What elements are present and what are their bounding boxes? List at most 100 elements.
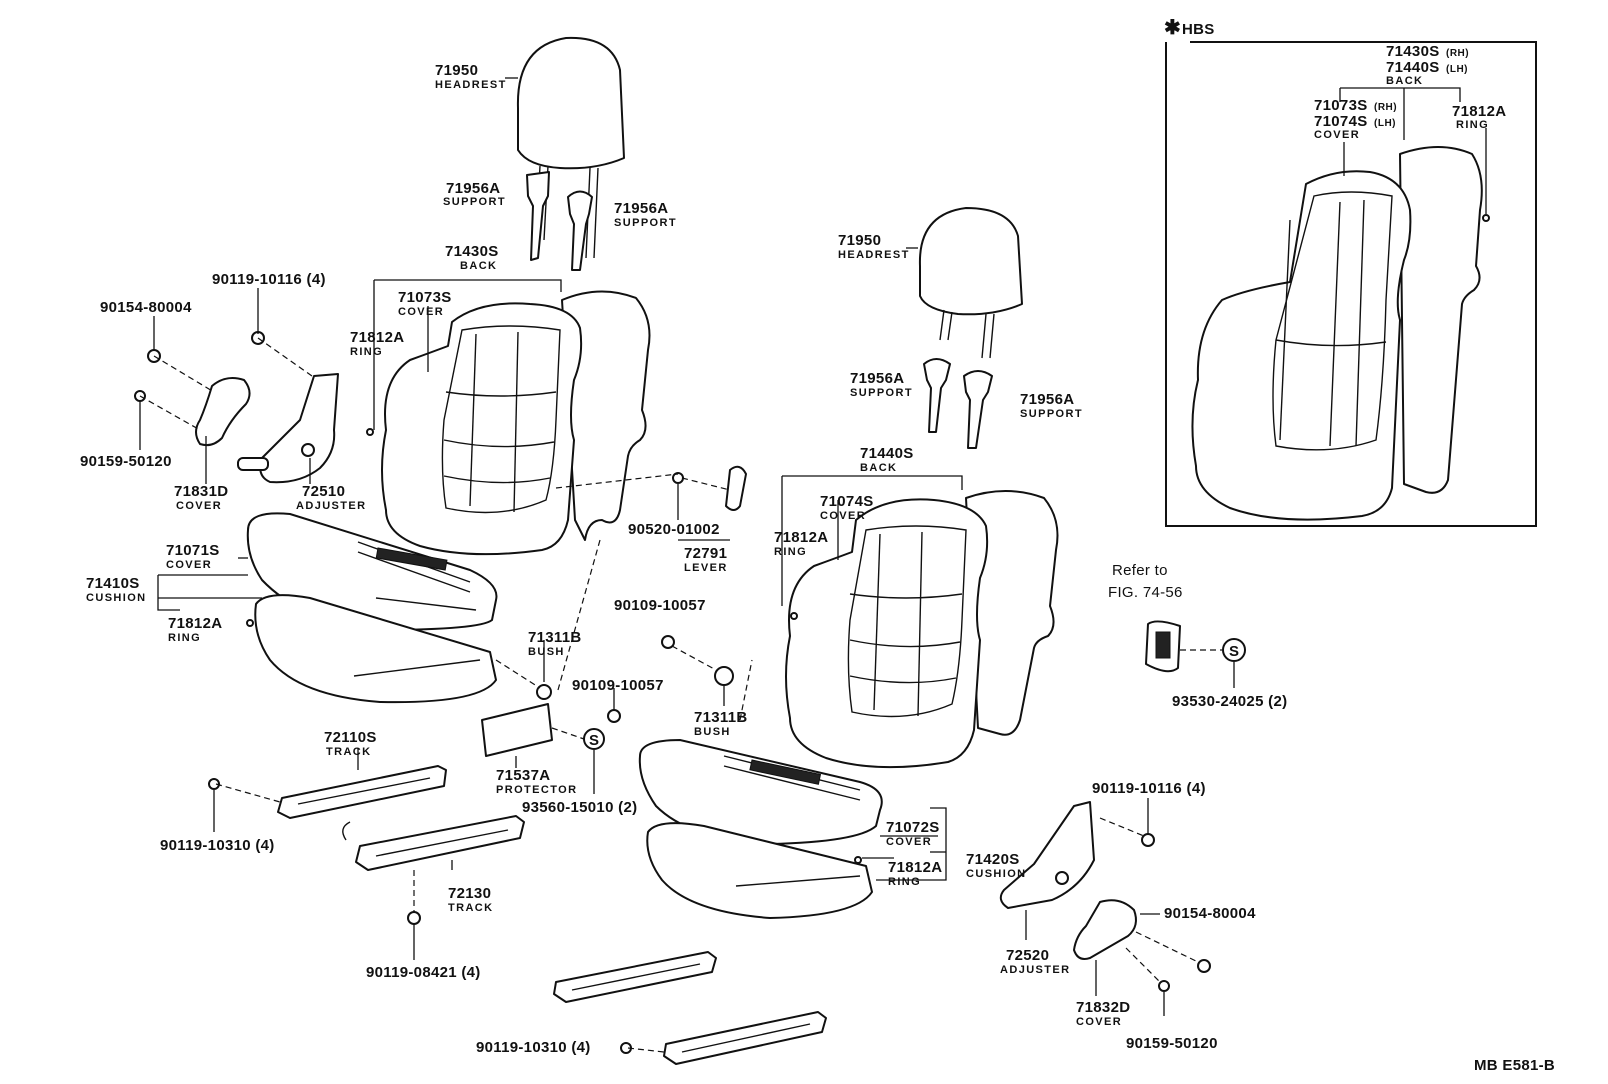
callout-labels: 71950 HEADREST 71956A SUPPORT 71956A SUP…: [80, 62, 1555, 1074]
label-b9-num: 71072S: [886, 819, 940, 836]
label-a20-num: 71537A: [496, 767, 550, 784]
label-b10-num: 71420S: [966, 851, 1020, 868]
left-track-upper: [277, 765, 447, 819]
label-a22-num: 90119-10310 (4): [160, 837, 275, 854]
left-adjuster-cover: [195, 377, 251, 447]
hbs-title: HBS: [1182, 21, 1215, 38]
label-b8-num: 71311B: [694, 709, 748, 726]
label-b9-name: COVER: [886, 836, 932, 848]
label-b13-num: 72520: [1006, 947, 1049, 964]
asterisk-icon: ✱: [1164, 17, 1181, 39]
label-a4-num: 71430S: [445, 243, 499, 260]
label-b11-num: 71812A: [888, 859, 942, 876]
label-a5-name: COVER: [398, 306, 444, 318]
label-b15-num: 71832D: [1076, 999, 1130, 1016]
label-a2-name: SUPPORT: [443, 196, 506, 208]
label-a19-name: TRACK: [326, 746, 372, 758]
right-seat-cushion: [638, 739, 883, 919]
label-a17-num: 71311B: [528, 629, 582, 646]
right-adjuster-cover: [1073, 899, 1137, 960]
label-a1-name: HEADREST: [435, 79, 507, 91]
label-b2-num: 71956A: [850, 370, 904, 387]
label-a2-num: 71956A: [446, 180, 500, 197]
label-a11-num: 72510: [302, 483, 345, 500]
label-b14-num: 90154-80004: [1164, 905, 1256, 922]
label-a11-name: ADJUSTER: [296, 500, 367, 512]
label-b8-name: BUSH: [694, 726, 731, 738]
label-a14-name: COVER: [166, 559, 212, 571]
label-a14-num: 71071S: [166, 542, 220, 559]
label-b3-name: SUPPORT: [1020, 408, 1083, 420]
hbs-inset: ✱ HBS 71430S (RH) 71440S (LH) BACK 71073…: [1164, 17, 1537, 527]
left-track-lower: [342, 815, 525, 871]
label-a23-num: 72130: [448, 885, 491, 902]
label-b12-num: 90119-10116 (4): [1092, 780, 1206, 797]
hbs-ring-name: RING: [1456, 119, 1489, 131]
label-c1-num: 93530-24025 (2): [1172, 693, 1287, 710]
label-a10-name: COVER: [176, 500, 222, 512]
hbs-back-rh-suffix: (RH): [1446, 48, 1469, 59]
label-a21-num: 93560-15010 (2): [522, 799, 637, 816]
hbs-back-rh: 71430S: [1386, 43, 1440, 60]
hbs-cover-lh-suffix: (LH): [1374, 118, 1396, 129]
label-a5-num: 71073S: [398, 289, 452, 306]
label-c2-line2: FIG. 74-56: [1108, 584, 1183, 601]
hbs-ring-num: 71812A: [1452, 103, 1506, 120]
label-b10-name: CUSHION: [966, 868, 1027, 880]
hbs-back-lh-suffix: (LH): [1446, 64, 1468, 75]
label-b15-name: COVER: [1076, 1016, 1122, 1028]
label-a1-num: 71950: [435, 62, 478, 79]
label-b17-num: 90119-10310 (4): [476, 1039, 591, 1056]
s-fastener-icon: S: [1222, 638, 1246, 662]
left-fasteners: [134, 331, 621, 925]
hbs-cover-name: COVER: [1314, 129, 1360, 141]
label-b4-num: 71440S: [860, 445, 914, 462]
label-b5-num: 71074S: [820, 493, 874, 510]
label-a15-name: CUSHION: [86, 592, 147, 604]
left-lever: [672, 465, 747, 511]
right-seat-adjuster: [999, 801, 1095, 909]
label-b7-num: 90109-10057: [614, 597, 706, 614]
right-headrest-supports: [923, 358, 993, 449]
label-a10-num: 71831D: [174, 483, 228, 500]
left-seat-adjuster: [237, 373, 339, 484]
label-b1-num: 71950: [838, 232, 881, 249]
label-a20-name: PROTECTOR: [496, 784, 577, 796]
label-a17-name: BUSH: [528, 646, 565, 658]
right-headrest: [918, 207, 1023, 359]
right-seat-back: [785, 490, 1059, 769]
label-a24-num: 90119-08421 (4): [366, 964, 481, 981]
leader-lines: [139, 77, 1235, 1053]
label-a16-num: 71812A: [168, 615, 222, 632]
label-a13-num: 72791: [684, 545, 727, 562]
s-fastener-glyph: S: [1229, 643, 1239, 660]
label-a8-num: 90154-80004: [100, 299, 192, 316]
label-a9-num: 90159-50120: [80, 453, 172, 470]
right-bush: [714, 666, 734, 686]
s-fastener-icon-left: S: [589, 732, 599, 749]
left-protector: [481, 703, 553, 757]
hbs-cover-rh: 71073S: [1314, 97, 1368, 114]
left-seat-back: [381, 290, 651, 556]
label-a6-num: 71812A: [350, 329, 404, 346]
left-headrest-supports: [526, 171, 593, 271]
label-b2-name: SUPPORT: [850, 387, 913, 399]
label-a23-name: TRACK: [448, 902, 494, 914]
label-b13-name: ADJUSTER: [1000, 964, 1071, 976]
label-b1-name: HEADREST: [838, 249, 910, 261]
label-b5-name: COVER: [820, 510, 866, 522]
label-b3-num: 71956A: [1020, 391, 1074, 408]
label-a12-num: 90520-01002: [628, 521, 720, 538]
label-a6-name: RING: [350, 346, 383, 358]
switch-part: [1145, 620, 1181, 673]
label-a16-name: RING: [168, 632, 201, 644]
label-c2-line1: Refer to: [1112, 562, 1168, 579]
label-b11-name: RING: [888, 876, 921, 888]
left-seat-cushion: [246, 512, 498, 704]
label-a3-name: SUPPORT: [614, 217, 677, 229]
figure-code: MB E581-B: [1474, 1057, 1555, 1074]
left-bush: [536, 684, 552, 700]
label-a3-num: 71956A: [614, 200, 668, 217]
label-b4-name: BACK: [860, 462, 897, 474]
label-a4-name: BACK: [460, 260, 497, 272]
